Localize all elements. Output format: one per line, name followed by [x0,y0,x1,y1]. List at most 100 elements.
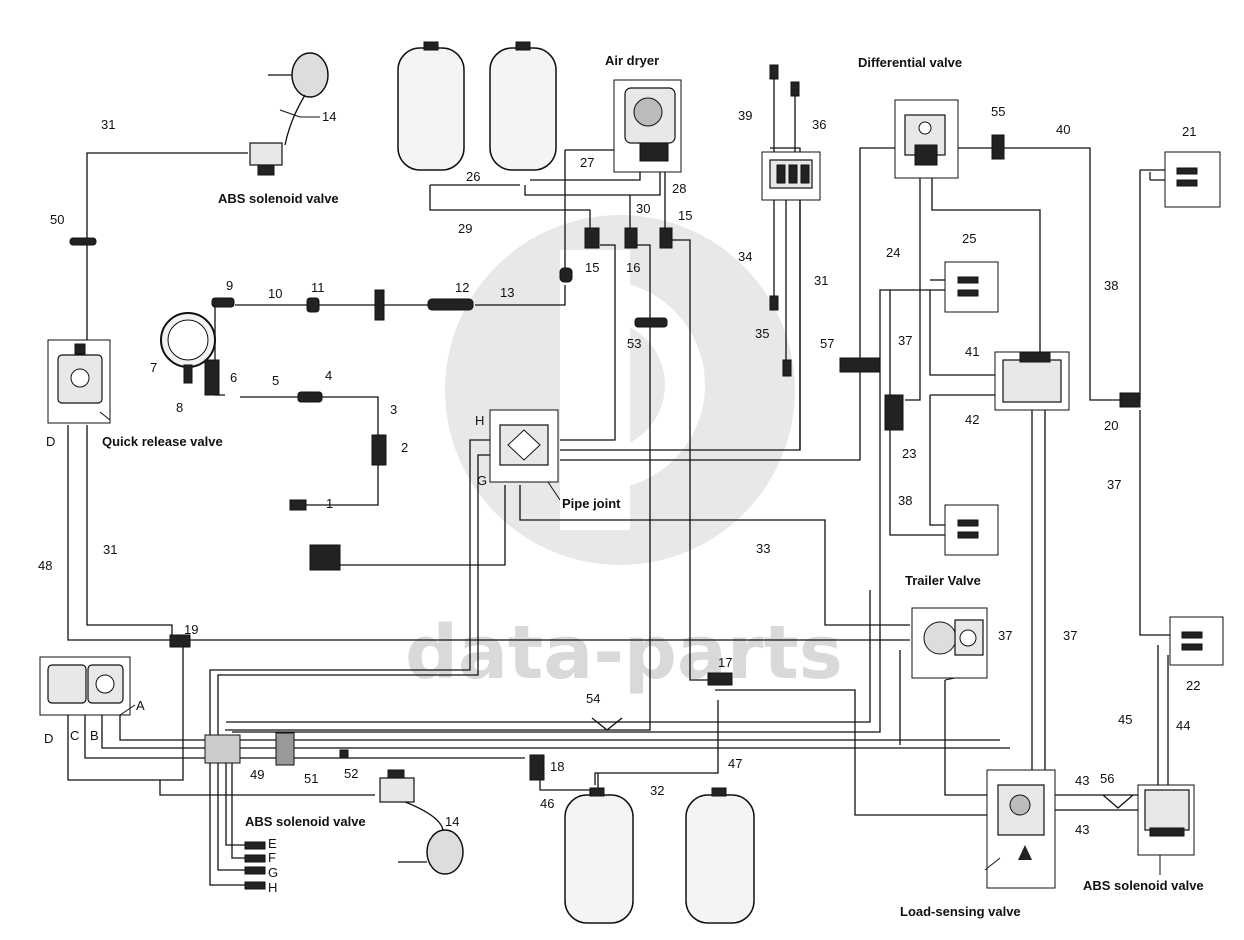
valve-icon [904,114,946,166]
manifold-pipes [773,78,801,450]
valve-icon [923,619,984,656]
letter-f: F [268,850,276,865]
part-number: 4 [325,368,332,383]
valve-icon [57,343,103,404]
part-number: 27 [580,155,594,170]
part-number: 37 [1063,628,1077,643]
part-number: 36 [812,117,826,132]
part-number: 47 [728,756,742,771]
part-number: 30 [636,201,650,216]
valve-icon [769,159,813,189]
part-number: 37 [898,333,912,348]
part-number: 52 [344,766,358,781]
part-number: 33 [756,541,770,556]
part-number: 14 [445,814,459,829]
air-tank-icon [685,787,755,924]
letter-e: E [268,836,277,851]
part-number: 55 [991,104,1005,119]
label-quick-release-valve: Quick release valve [102,434,223,449]
part-number: 28 [672,181,686,196]
valve-icon [47,664,124,704]
valve-icon [379,769,415,803]
part-number: 51 [304,771,318,786]
watermark-logo [445,215,795,565]
part-number: 43 [1075,773,1089,788]
letter-a: A [136,698,145,713]
letter-g-bottom: G [268,865,278,880]
part-number: 14 [322,109,336,124]
label-abs-solenoid-valve-right: ABS solenoid valve [1083,878,1204,893]
part-number: 15 [585,260,599,275]
part-number: 15 [678,208,692,223]
air-tank-icon [564,787,634,924]
part-number: 11 [311,280,325,295]
part-number: 56 [1100,771,1114,786]
part-number: 3 [390,402,397,417]
letter-d-top: D [46,434,55,449]
valve-icon [1002,351,1062,403]
part-number: 17 [718,655,732,670]
part-number: 22 [1186,678,1200,693]
part-number: 10 [268,286,282,301]
valve-icon [249,142,283,176]
valve-icon [499,424,549,466]
part-number: 31 [103,542,117,557]
part-number: 13 [500,285,514,300]
part-number: 39 [738,108,752,123]
connector-25-box [944,261,999,313]
part-number: 1 [326,496,333,511]
part-number: 57 [820,336,834,351]
part-number: 8 [176,400,183,415]
letter-c: C [70,728,79,743]
label-load-sensing-valve: Load-sensing valve [900,904,1021,919]
part-number: 29 [458,221,472,236]
part-number: 35 [755,326,769,341]
part-number: 31 [814,273,828,288]
part-number: 38 [898,493,912,508]
connector-icon [69,64,1141,890]
part-number: 18 [550,759,564,774]
part-number: 54 [586,691,600,706]
part-number: 9 [226,278,233,293]
label-abs-solenoid-valve-bottom: ABS solenoid valve [245,814,366,829]
part-number: 41 [965,344,979,359]
letter-h-bottom: H [268,880,277,895]
part-number: 53 [627,336,641,351]
label-pipe-joint: Pipe joint [562,496,621,511]
part-number: 49 [250,767,264,782]
label-trailer-valve: Trailer Valve [905,573,981,588]
part-number: 7 [150,360,157,375]
part-number: 44 [1176,718,1190,733]
part-number: 46 [540,796,554,811]
connector-38-box [944,504,999,556]
part-number: 34 [738,249,752,264]
part-number: 43 [1075,822,1089,837]
valve-icon [997,784,1045,860]
valve-icon [624,87,676,162]
pipe-lines [67,147,1175,886]
part-number: 16 [626,260,640,275]
part-number: 19 [184,622,198,637]
connector-icon [957,167,1203,651]
watermark-text: data-parts [405,610,843,696]
part-number: 32 [650,783,664,798]
filter-icon [204,717,1134,809]
valve-icon [1144,789,1190,837]
part-number: 5 [272,373,279,388]
label-air-dryer: Air dryer [605,53,659,68]
label-differential-valve: Differential valve [858,55,962,70]
part-number: 38 [1104,278,1118,293]
part-number: 37 [1107,477,1121,492]
letter-h: H [475,413,484,428]
part-number: 48 [38,558,52,573]
part-number: 45 [1118,712,1132,727]
part-number: 12 [455,280,469,295]
brake-chamber-icon [398,799,464,875]
part-number: 20 [1104,418,1118,433]
leader-lines [99,109,1161,875]
part-number: 50 [50,212,64,227]
part-number: 6 [230,370,237,385]
letter-b: B [90,728,99,743]
part-number: 2 [401,440,408,455]
